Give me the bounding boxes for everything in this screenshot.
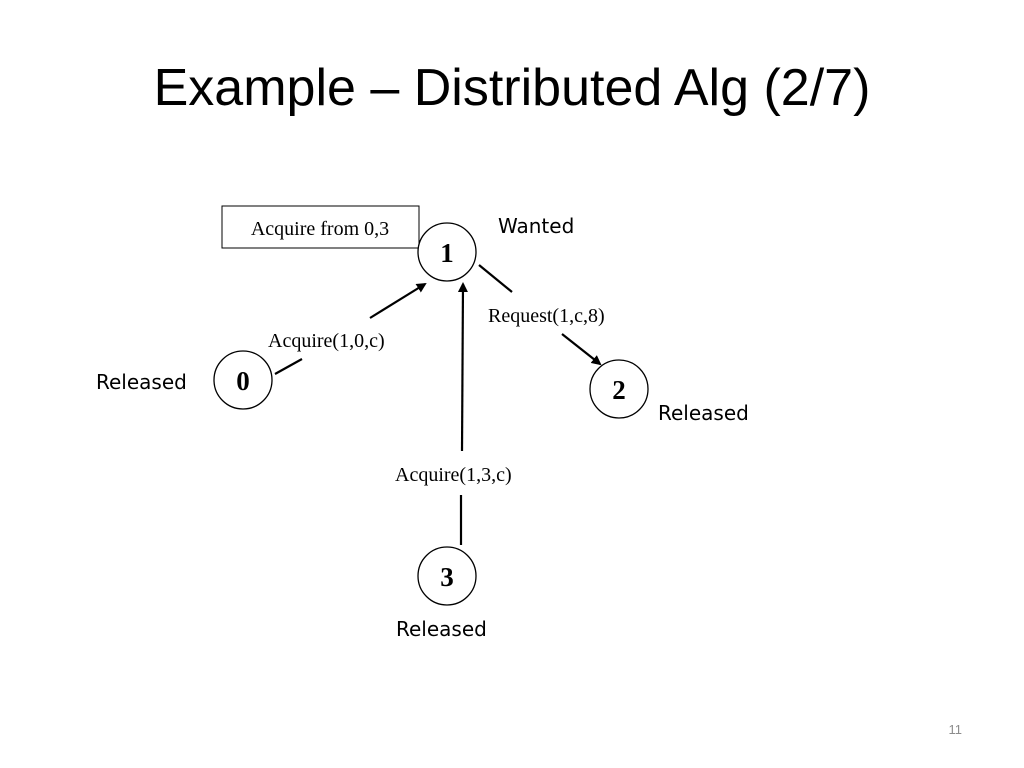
node-0-circle: [213, 350, 273, 410]
node-3: 3 Released: [396, 546, 487, 641]
node-3-state: Released: [396, 617, 487, 641]
edge-3-to-1-head: [457, 282, 468, 452]
edge-0-to-1-label: Acquire(1,0,c): [268, 330, 385, 352]
node-2-label: 2: [612, 375, 626, 405]
node-1-label: 1: [440, 238, 454, 268]
node-1-circle: [417, 222, 477, 282]
node-1-state: Wanted: [498, 214, 574, 238]
edge-0-to-1: Acquire(1,0,c): [268, 282, 427, 375]
node-1: 1 Wanted: [417, 214, 574, 282]
node-2-circle: [589, 359, 649, 419]
edge-1-to-2-tail: [478, 264, 513, 293]
node-0: 0 Released: [96, 350, 273, 410]
edge-1-to-2: Request(1,c,8): [478, 264, 605, 366]
node-0-state: Released: [96, 370, 187, 394]
node-2: 2 Released: [589, 359, 749, 425]
node-3-circle: [417, 546, 477, 606]
node-3-label: 3: [440, 562, 454, 592]
edge-0-to-1-head: [369, 282, 427, 319]
edge-1-to-2-label: Request(1,c,8): [488, 305, 605, 327]
edge-3-to-1: Acquire(1,3,c): [395, 282, 512, 545]
note-box-text: Acquire from 0,3: [251, 218, 389, 240]
note-box: Acquire from 0,3: [221, 205, 420, 249]
node-0-label: 0: [236, 366, 250, 396]
node-2-state: Released: [658, 401, 749, 425]
edge-3-to-1-label: Acquire(1,3,c): [395, 464, 512, 486]
edge-1-to-2-head: [561, 333, 602, 366]
note-box-frame: [221, 205, 420, 249]
edge-0-to-1-tail: [274, 358, 303, 375]
slide-title: Example – Distributed Alg (2/7): [153, 59, 871, 117]
slide-number: 11: [948, 722, 963, 737]
